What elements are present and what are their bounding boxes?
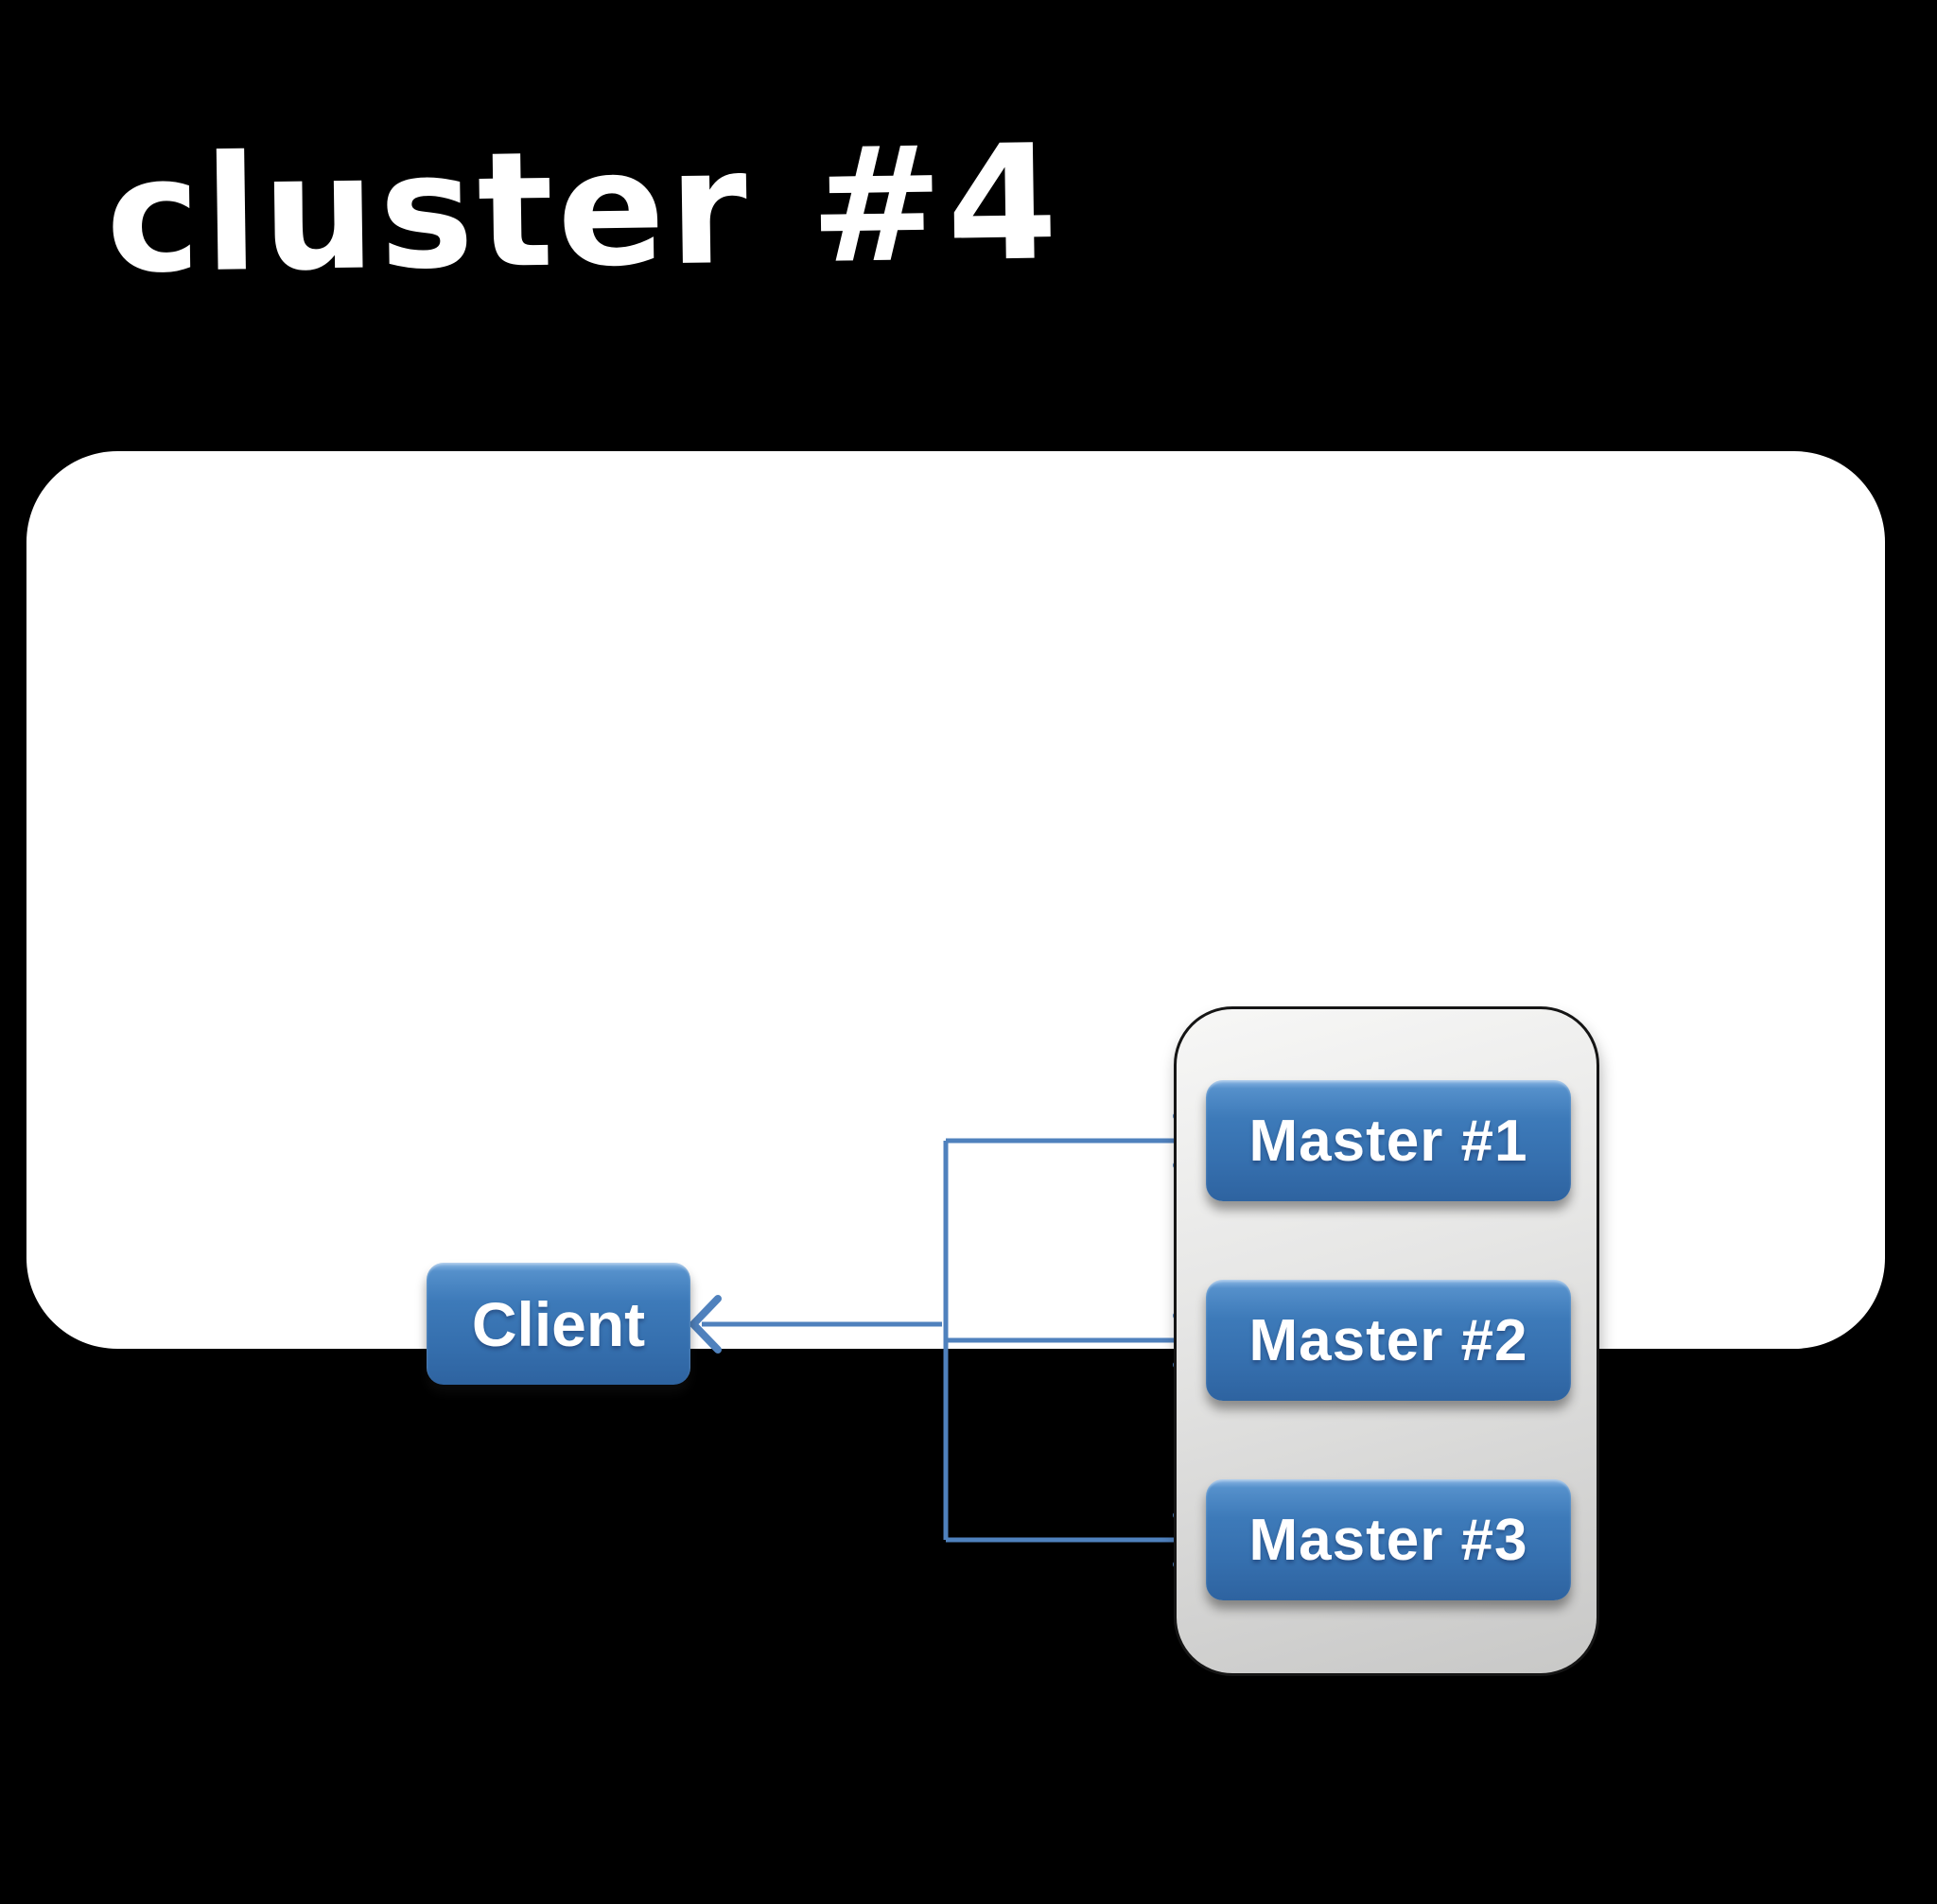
master-2-node: Master #2 (1206, 1280, 1571, 1401)
master-1-node: Master #1 (1206, 1080, 1571, 1201)
master-3-node: Master #3 (1206, 1479, 1571, 1600)
left-arrow-icon (689, 1295, 722, 1354)
content-panel: Client Master #1 Master #2 Master #3 (26, 451, 1885, 1676)
slide-title: cluster #4 (104, 110, 1063, 309)
client-node: Client (427, 1263, 690, 1385)
connector-lines (689, 1112, 1205, 1568)
slide-background: cluster #4 Client (26, 110, 1885, 1676)
